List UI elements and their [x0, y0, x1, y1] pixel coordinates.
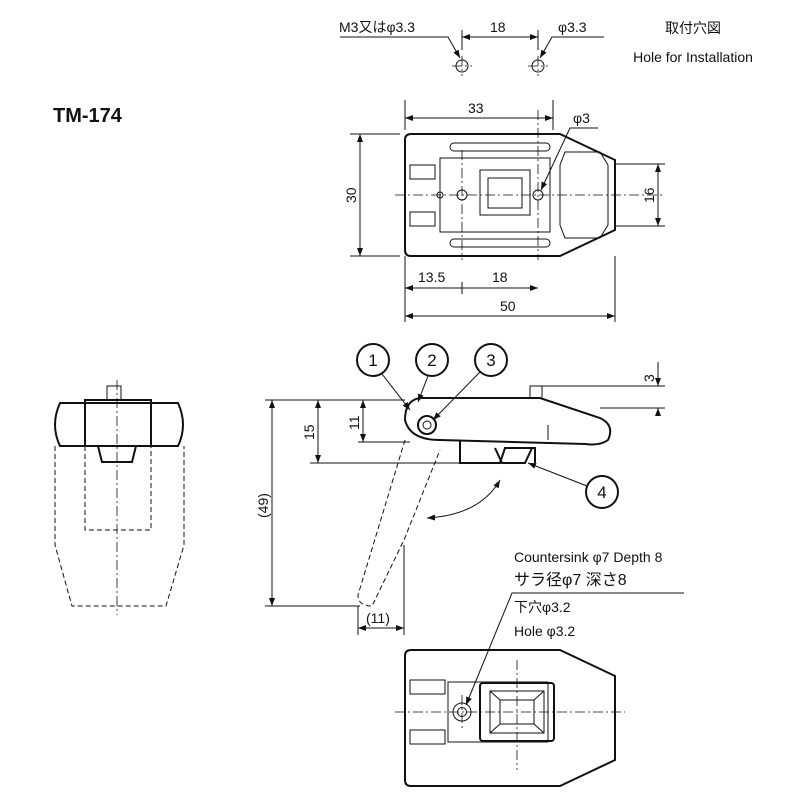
dim-50: 50	[500, 298, 516, 314]
svg-text:1: 1	[368, 351, 377, 370]
installation-hole-diagram: M3又はφ3.3 18 φ3.3 取付穴図 Hole for Installat…	[339, 19, 753, 76]
side-view: (49) 15 11 3 (11) 1 2 3 4	[255, 343, 665, 635]
hole-label-jp: 下穴φ3.2	[514, 599, 571, 615]
left-hole-label: M3又はφ3.3	[339, 19, 415, 35]
installation-heading-jp: 取付穴図	[665, 20, 721, 36]
dim-11: 11	[346, 415, 362, 430]
right-hole-label: φ3.3	[558, 19, 587, 35]
installation-heading-en: Hole for Installation	[633, 49, 753, 65]
front-view	[54, 380, 185, 615]
hole-label-en: Hole φ3.2	[514, 623, 575, 639]
model-title: TM-174	[53, 105, 123, 127]
dim-49: (49)	[255, 493, 271, 518]
top-view: 33 φ3 30 16 13.5 18 50	[343, 100, 665, 322]
dim-30: 30	[343, 187, 359, 203]
pitch-label: 18	[490, 19, 506, 35]
svg-text:3: 3	[486, 351, 495, 370]
callout-4: 4	[527, 462, 619, 509]
dim-3: 3	[641, 374, 657, 382]
dim-16: 16	[641, 187, 657, 203]
countersink-label-en: Countersink φ7 Depth 8	[514, 549, 663, 565]
callout-1: 1	[356, 343, 411, 411]
dim-11-paren: (11)	[366, 610, 390, 626]
countersink-label-jp: サラ径φ7 深さ8	[514, 571, 627, 589]
dim-13-5: 13.5	[418, 269, 445, 285]
callout-3: 3	[432, 343, 508, 421]
svg-text:4: 4	[597, 483, 606, 502]
svg-text:2: 2	[427, 351, 436, 370]
bottom-view: Countersink φ7 Depth 8 サラ径φ7 深さ8 下穴φ3.2 …	[395, 549, 684, 787]
dim-15: 15	[301, 424, 317, 440]
dim-33: 33	[468, 100, 484, 116]
dim-18: 18	[492, 269, 508, 285]
callout-2: 2	[415, 343, 449, 403]
dim-phi3: φ3	[573, 110, 590, 126]
